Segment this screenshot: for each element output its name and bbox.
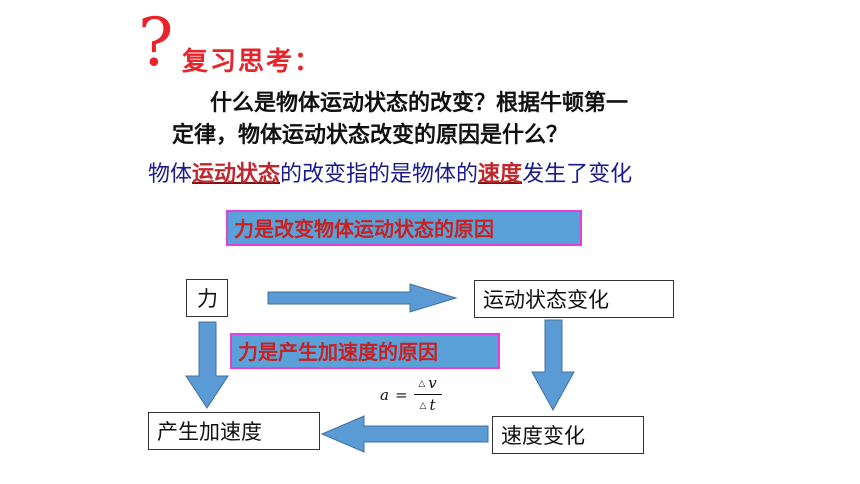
formula-numerator: △v — [418, 374, 436, 393]
review-question: 什么是物体运动状态的改变？根据牛顿第一 定律，物体运动状态改变的原因是什么？ — [172, 88, 712, 152]
formula-denominator: △t — [420, 396, 436, 415]
down-arrow-icon-right — [531, 319, 575, 412]
flow-box-acceleration: 产生加速度 — [148, 412, 320, 450]
question-mark-icon: ? — [138, 4, 174, 81]
right-arrow-icon — [267, 283, 458, 313]
formula-lhs: a — [380, 385, 389, 404]
delta-symbol-2: △ — [419, 401, 427, 411]
callout-force-changes-motion: 力是改变物体运动状态的原因 — [226, 210, 582, 246]
section-title: 复习思考： — [182, 47, 323, 77]
question-line-1: 什么是物体运动状态的改变？根据牛顿第一 — [210, 91, 629, 116]
acceleration-formula: a = △v △t — [380, 374, 442, 415]
formula-equals: = — [394, 385, 408, 404]
callout-force-produces-acceleration: 力是产生加速度的原因 — [230, 333, 500, 369]
down-arrow-icon-left — [185, 321, 229, 409]
flow-box-velocity-change: 速度变化 — [492, 416, 644, 454]
answer-highlight-motion-state: 运动状态 — [192, 162, 281, 187]
delta-symbol: △ — [418, 379, 426, 389]
flow-box-motion-change: 运动状态变化 — [474, 280, 674, 318]
formula-denominator-var: t — [429, 396, 436, 414]
answer-part-1: 物体 — [148, 162, 193, 187]
answer-statement: 物体运动状态的改变指的是物体的速度发生了变化 — [148, 158, 632, 192]
formula-fraction: △v △t — [413, 374, 442, 415]
flow-box-force: 力 — [186, 279, 228, 317]
answer-part-2: 的改变指的是物体的 — [280, 162, 479, 187]
fraction-bar — [413, 394, 442, 395]
left-arrow-icon — [320, 415, 489, 453]
answer-part-3: 发生了变化 — [522, 162, 633, 187]
answer-highlight-velocity: 速度 — [478, 162, 523, 187]
question-line-2: 定律，物体运动状态改变的原因是什么？ — [172, 123, 569, 148]
formula-numerator-var: v — [428, 374, 437, 392]
